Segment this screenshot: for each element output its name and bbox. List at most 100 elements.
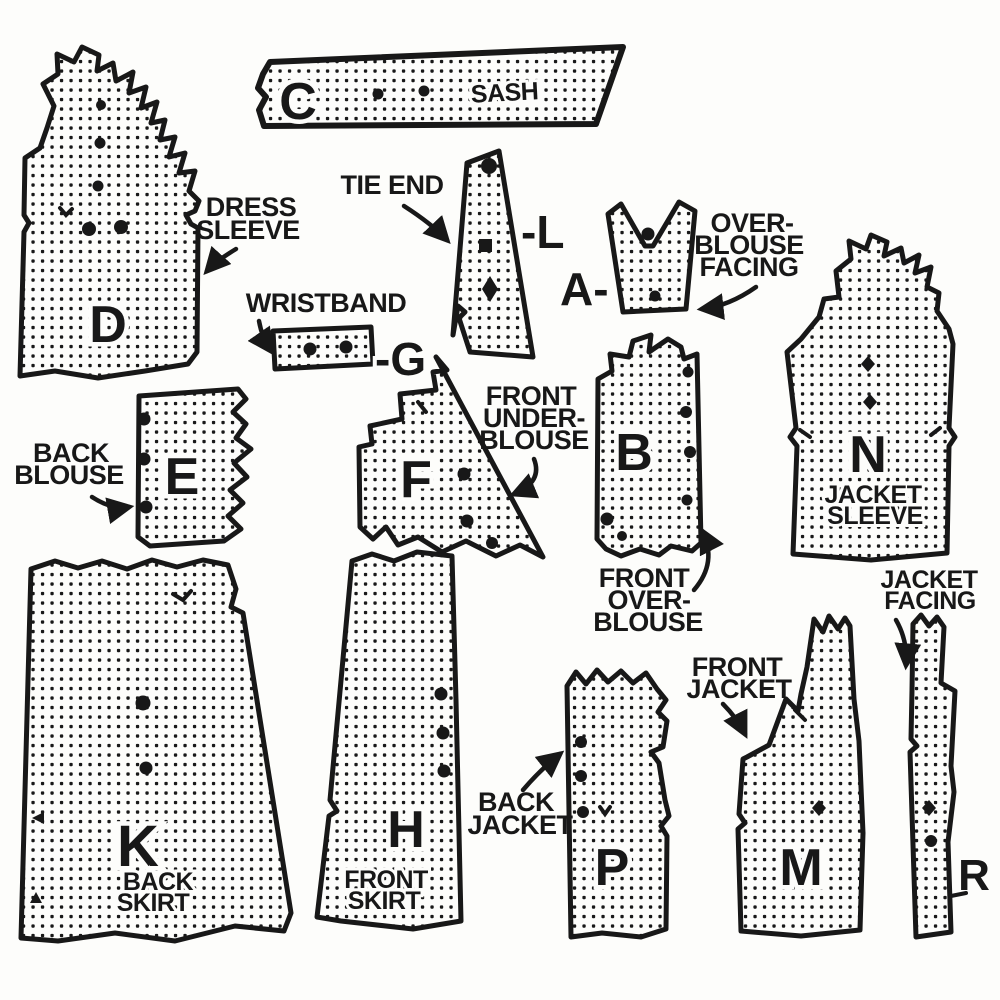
back-blouse-arrow xyxy=(89,494,135,525)
piece-jacket-facing: R xyxy=(907,612,994,940)
seam-dot xyxy=(577,806,589,818)
jacket-facing-label-line2: FACING xyxy=(884,587,975,615)
sash-letter: C xyxy=(279,73,317,131)
wristband-shape xyxy=(270,324,376,372)
front-skirt-shape xyxy=(314,549,464,932)
seam-dot xyxy=(460,514,474,528)
front-overblouse-label-line2: OVER- xyxy=(607,585,690,615)
back-jacket-letter: P xyxy=(595,839,630,897)
notch-mark xyxy=(793,708,807,722)
seam-dot xyxy=(684,446,696,458)
seam-dot xyxy=(641,227,655,241)
jacket-facing-shape xyxy=(907,612,958,940)
seam-diamond xyxy=(861,356,875,372)
piece-back-jacket: P xyxy=(564,667,672,940)
piece-back-blouse: E xyxy=(135,386,254,549)
overblouse-facing-shape xyxy=(605,199,698,315)
seam-dot xyxy=(92,180,104,192)
front-skirt-inner-line2: SKIRT xyxy=(348,887,421,915)
seam-dot xyxy=(486,537,498,549)
back-skirt-inner-line2: SKIRT xyxy=(117,889,190,917)
jacket-sleeve-inner-line1: JACKET xyxy=(824,481,921,509)
seam-dot xyxy=(481,158,497,174)
seam-dot xyxy=(617,531,627,541)
front-jacket-shape xyxy=(735,613,866,939)
jacket-facing-arrow xyxy=(893,617,922,671)
piece-front-jacket: M xyxy=(735,613,866,939)
seam-dot xyxy=(139,500,153,514)
seam-dot xyxy=(434,687,448,701)
front-underblouse-label-line1: FRONT xyxy=(486,381,577,411)
seam-dot xyxy=(94,137,106,149)
tie-end-label: TIE END xyxy=(340,170,443,200)
notch-mark xyxy=(598,805,612,818)
notch-triangle xyxy=(32,812,44,824)
seam-diamond xyxy=(482,276,498,302)
wristband-arrow xyxy=(247,318,275,356)
front-underblouse-shape xyxy=(356,354,546,560)
seam-dot xyxy=(925,835,937,847)
overblouse-facing-label-line2: BLOUSE xyxy=(694,230,804,260)
tie-end-arrow xyxy=(401,203,451,244)
seam-dot xyxy=(437,764,451,778)
back-blouse-label-line1: BACK xyxy=(33,438,110,468)
piece-front-overblouse: B xyxy=(594,332,704,559)
seam-dot xyxy=(137,412,151,426)
seam-dot xyxy=(114,220,128,234)
piece-front-underblouse: F xyxy=(356,354,546,560)
piece-front-skirt: H FRONT SKIRT xyxy=(314,549,464,932)
overblouse-facing-arrow xyxy=(696,284,759,321)
piece-tie-end: -L xyxy=(450,148,568,360)
overblouse-facing-label-line1: OVER- xyxy=(710,208,793,238)
seam-diamond xyxy=(863,394,877,410)
notch-mark xyxy=(58,206,74,218)
back-blouse-label-line2: BLOUSE xyxy=(14,460,124,490)
dress-sleeve-arrow xyxy=(203,245,239,276)
back-jacket-arrow xyxy=(520,750,565,793)
jacket-facing-label-line1: JACKET xyxy=(880,566,977,594)
front-skirt-letter: H xyxy=(387,801,425,859)
piece-back-skirt: K BACK SKIRT xyxy=(18,557,294,944)
seam-dot xyxy=(372,88,384,100)
seam-dot xyxy=(96,100,106,110)
jacket-sleeve-letter: N xyxy=(849,426,887,484)
seam-dot xyxy=(135,695,151,711)
front-overblouse-letter: B xyxy=(615,424,653,482)
seam-diamond xyxy=(922,800,936,816)
tie-end-shape xyxy=(450,148,536,360)
overblouse-facing-letter: A- xyxy=(560,263,609,315)
letter-dash xyxy=(949,891,968,898)
front-jacket-letter: M xyxy=(779,839,822,897)
seam-dot xyxy=(137,452,151,466)
overblouse-facing-label-line3: FACING xyxy=(699,252,798,282)
jacket-sleeve-inner-line2: SLEEVE xyxy=(827,502,923,530)
front-underblouse-arrow xyxy=(509,456,540,499)
sash-inner-label: SASH xyxy=(470,77,539,108)
back-skirt-shape xyxy=(18,557,294,944)
wristband-label: WRISTBAND xyxy=(246,288,406,318)
front-underblouse-label-line2: UNDER- xyxy=(483,403,585,433)
front-overblouse-arrow xyxy=(691,526,724,593)
dress-sleeve-label-line2: SLEEVE xyxy=(196,215,300,245)
piece-sash: C SASH xyxy=(255,44,626,136)
back-skirt-inner-line1: BACK xyxy=(123,868,194,896)
seam-dot xyxy=(649,290,661,302)
seam-dot xyxy=(600,512,614,526)
seam-dot xyxy=(82,222,96,236)
notch-mark xyxy=(416,400,428,414)
front-underblouse-label-line3: BLOUSE xyxy=(479,425,589,455)
seam-diamond xyxy=(812,800,826,816)
front-underblouse-letter: F xyxy=(400,451,432,509)
front-jacket-label-line2: JACKET xyxy=(686,674,792,704)
front-skirt-inner-line1: FRONT xyxy=(344,866,428,894)
front-jacket-arrow xyxy=(720,701,748,739)
front-overblouse-label-line3: BLOUSE xyxy=(593,607,703,637)
back-jacket-label-line1: BACK xyxy=(478,787,555,817)
notch-triangle xyxy=(30,892,42,903)
seam-dot xyxy=(680,406,692,418)
seam-dot xyxy=(339,340,353,354)
seam-dot xyxy=(139,761,153,775)
back-skirt-letter: K xyxy=(117,814,159,879)
back-jacket-label-line2: JACKET xyxy=(467,810,573,840)
